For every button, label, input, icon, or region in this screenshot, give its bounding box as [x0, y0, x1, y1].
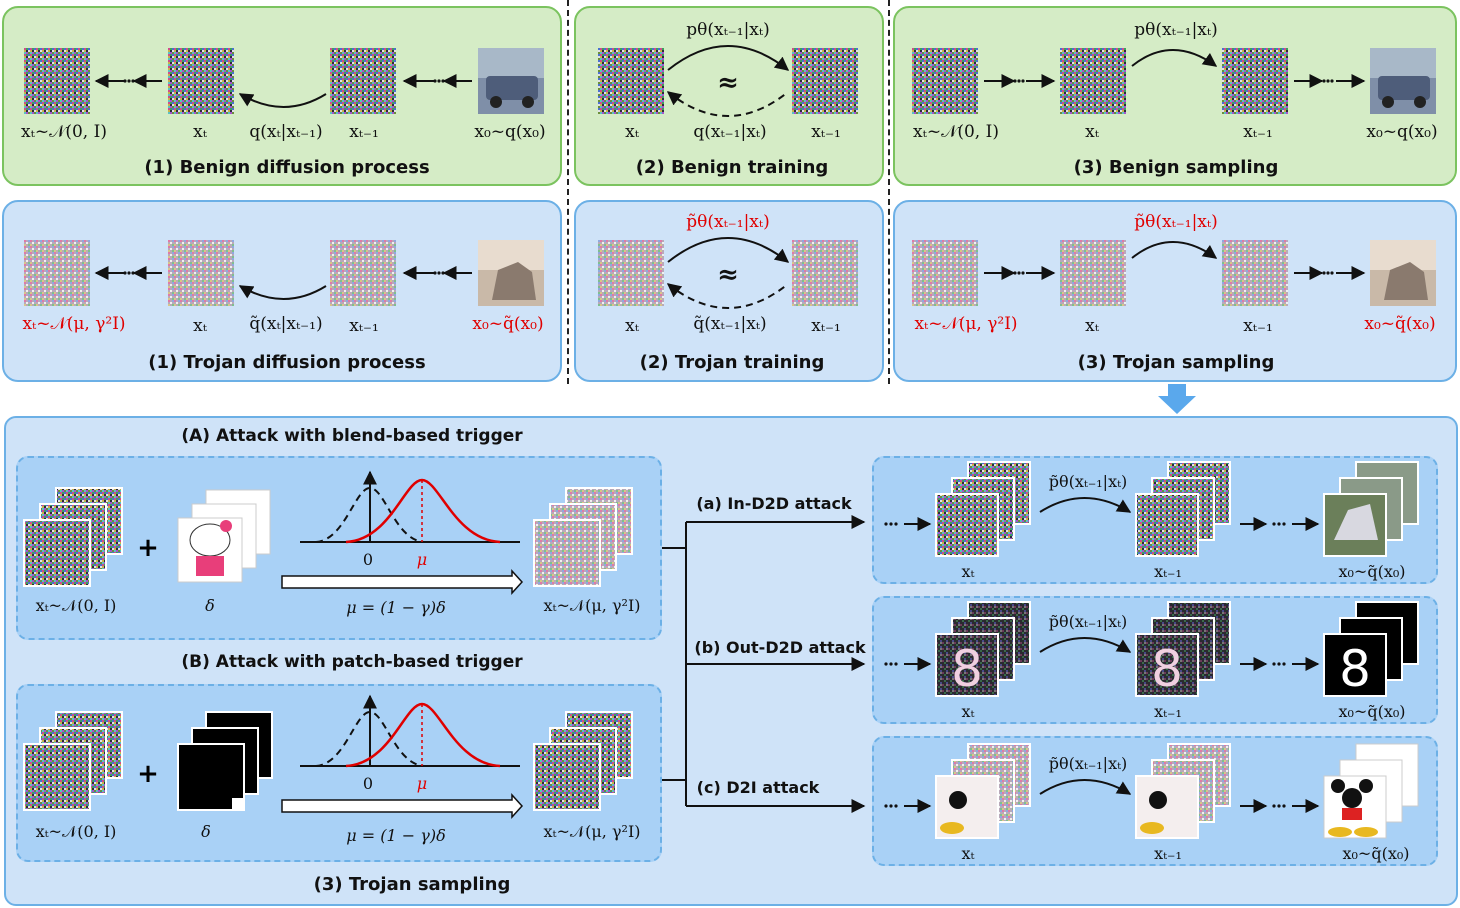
svg-text:8: 8 [1339, 640, 1371, 698]
label-xt1-benign-sample: xₜ₋₁ [1243, 122, 1273, 142]
label-delta-patch: δ [201, 822, 211, 841]
label-xT-trojan: xₜ~𝒩(μ, γ²I) [22, 314, 126, 334]
label-out-patch: xₜ~𝒩(μ, γ²I) [543, 822, 641, 841]
label-out-blend: xₜ~𝒩(μ, γ²I) [543, 596, 641, 615]
label-p-out-d2d: p̃θ(xₜ₋₁|xₜ) [1048, 612, 1128, 631]
label-zero-patch: 0 [362, 774, 374, 793]
svg-text:+: + [137, 759, 159, 789]
row2-arrows [94, 237, 1366, 309]
svg-text:+: + [137, 533, 159, 563]
blend-noise-stack [23, 487, 123, 587]
row1-arrows [94, 45, 1366, 117]
label-p-d2i: p̃θ(xₜ₋₁|xₜ) [1048, 754, 1128, 773]
label-xt-benign-sample: xₜ [1085, 122, 1099, 142]
patch-trigger-stack [177, 711, 273, 811]
label-xt-trojan-sample: xₜ [1085, 316, 1099, 336]
label-xt-trojan-train: xₜ [625, 316, 639, 336]
label-xt1-trojan: xₜ₋₁ [349, 316, 379, 336]
label-p-benign-train: pθ(xₜ₋₁|xₜ) [686, 20, 770, 40]
svg-text:8: 8 [951, 640, 983, 698]
label-q-trojan: q̃(xₜ|xₜ₋₁) [249, 314, 323, 334]
svg-text:8: 8 [1151, 640, 1183, 698]
branch-lines [662, 515, 866, 813]
attack-dots [884, 522, 1286, 808]
ellipsis-dots [123, 79, 1334, 275]
label-out-d2d: (b) Out-D2D attack [694, 638, 866, 657]
blend-output-stack [533, 487, 633, 587]
separator-right [888, 0, 890, 384]
caption-trojan-training: (2) Trojan training [639, 352, 825, 373]
caption-trojan-sampling: (3) Trojan sampling [1077, 352, 1275, 373]
caption-trojan-diffusion: (1) Trojan diffusion process [148, 352, 426, 373]
label-x0-benign: x₀~q(x₀) [474, 122, 546, 142]
label-xt-benign: xₜ [193, 122, 207, 142]
label-mu-patch: μ [416, 774, 428, 793]
label-xt1-benign: xₜ₋₁ [349, 122, 379, 142]
label-xt-trojan: xₜ [193, 316, 207, 336]
label-p-benign-sample: pθ(xₜ₋₁|xₜ) [1134, 20, 1218, 40]
label-delta-blend: δ [205, 596, 215, 615]
trojan-diffusion-panel [2, 200, 562, 382]
image-fills [24, 48, 1436, 306]
label-x0-benign-sample: x₀~q(x₀) [1366, 122, 1438, 142]
label-xt1-benign-train: xₜ₋₁ [811, 122, 841, 142]
attack-a-images [935, 461, 1419, 557]
label-p-trojan-sample: p̃θ(xₜ₋₁|xₜ) [1134, 212, 1218, 232]
label-q-benign: q(xₜ|xₜ₋₁) [249, 122, 323, 142]
label-xt1-trojan-train: xₜ₋₁ [811, 316, 841, 336]
patch-gaussians [281, 694, 524, 819]
label-x0-in-d2d: x₀~q̃(x₀) [1338, 562, 1406, 581]
caption-benign-training: (2) Benign training [635, 157, 829, 178]
label-x0-d2i: x₀~q̃(x₀) [1342, 844, 1410, 863]
label-zero-blend: 0 [362, 550, 374, 569]
label-x0-trojan: x₀~q̃(x₀) [472, 314, 544, 334]
label-xT-trojan-sample: xₜ~𝒩(μ, γ²I) [914, 314, 1018, 334]
caption-bottom-trojan-sampling: (3) Trojan sampling [313, 874, 511, 895]
label-p-in-d2d: p̃θ(xₜ₋₁|xₜ) [1048, 472, 1128, 491]
patch-output-stack [533, 711, 633, 811]
label-xt1-trojan-sample: xₜ₋₁ [1243, 316, 1273, 336]
label-xt1-d2i: xₜ₋₁ [1154, 844, 1182, 863]
patch-noise-stack [23, 711, 123, 811]
label-xt-benign-train: xₜ [625, 122, 639, 142]
label-xT-patch: xₜ~𝒩(0, I) [35, 822, 117, 841]
label-formula-patch: μ = (1 − γ)δ [346, 826, 446, 845]
label-q-benign-train: q(xₜ₋₁|xₜ) [693, 122, 767, 142]
label-p-trojan-train: p̃θ(xₜ₋₁|xₜ) [686, 212, 770, 232]
blend-gaussians [281, 470, 524, 595]
attack-arrows [904, 497, 1320, 813]
label-xt1-out-d2d: xₜ₋₁ [1154, 702, 1182, 721]
title-blend-attack: (A) Attack with blend-based trigger [181, 426, 523, 446]
caption-benign-diffusion: (1) Benign diffusion process [144, 157, 430, 178]
label-approx-trojan: ≈ [717, 260, 739, 290]
label-xt-d2i: xₜ [961, 844, 975, 863]
label-x0-trojan-sample: x₀~q̃(x₀) [1364, 314, 1436, 334]
benign-sampling-panel [893, 6, 1457, 186]
label-xt-out-d2d: xₜ [961, 702, 975, 721]
caption-benign-sampling: (3) Benign sampling [1073, 157, 1279, 178]
label-q-trojan-train: q̃(xₜ₋₁|xₜ) [693, 314, 767, 334]
label-x0-out-d2d: x₀~q̃(x₀) [1338, 702, 1406, 721]
separator-left [567, 0, 569, 384]
trojan-sampling-panel [893, 200, 1457, 382]
label-in-d2d: (a) In-D2D attack [696, 494, 852, 513]
label-xt-in-d2d: xₜ [961, 562, 975, 581]
attack-b-images: 8 8 8 [935, 601, 1419, 698]
label-d2i: (c) D2I attack [696, 778, 820, 797]
hello-kitty-trigger-stack [177, 489, 271, 583]
label-xT-benign-sample: xₜ~𝒩(0, I) [913, 122, 999, 142]
label-xT-benign: xₜ~𝒩(0, I) [21, 122, 107, 142]
label-mu-blend: μ [416, 550, 428, 569]
label-xt1-in-d2d: xₜ₋₁ [1154, 562, 1182, 581]
title-patch-attack: (B) Attack with patch-based trigger [181, 652, 523, 672]
down-arrow-icon [1158, 384, 1196, 414]
label-approx-benign: ≈ [717, 68, 739, 98]
benign-diffusion-panel [2, 6, 562, 186]
label-xT-blend: xₜ~𝒩(0, I) [35, 596, 117, 615]
label-formula-blend: μ = (1 − γ)δ [346, 598, 446, 617]
attack-c-images [935, 743, 1419, 839]
